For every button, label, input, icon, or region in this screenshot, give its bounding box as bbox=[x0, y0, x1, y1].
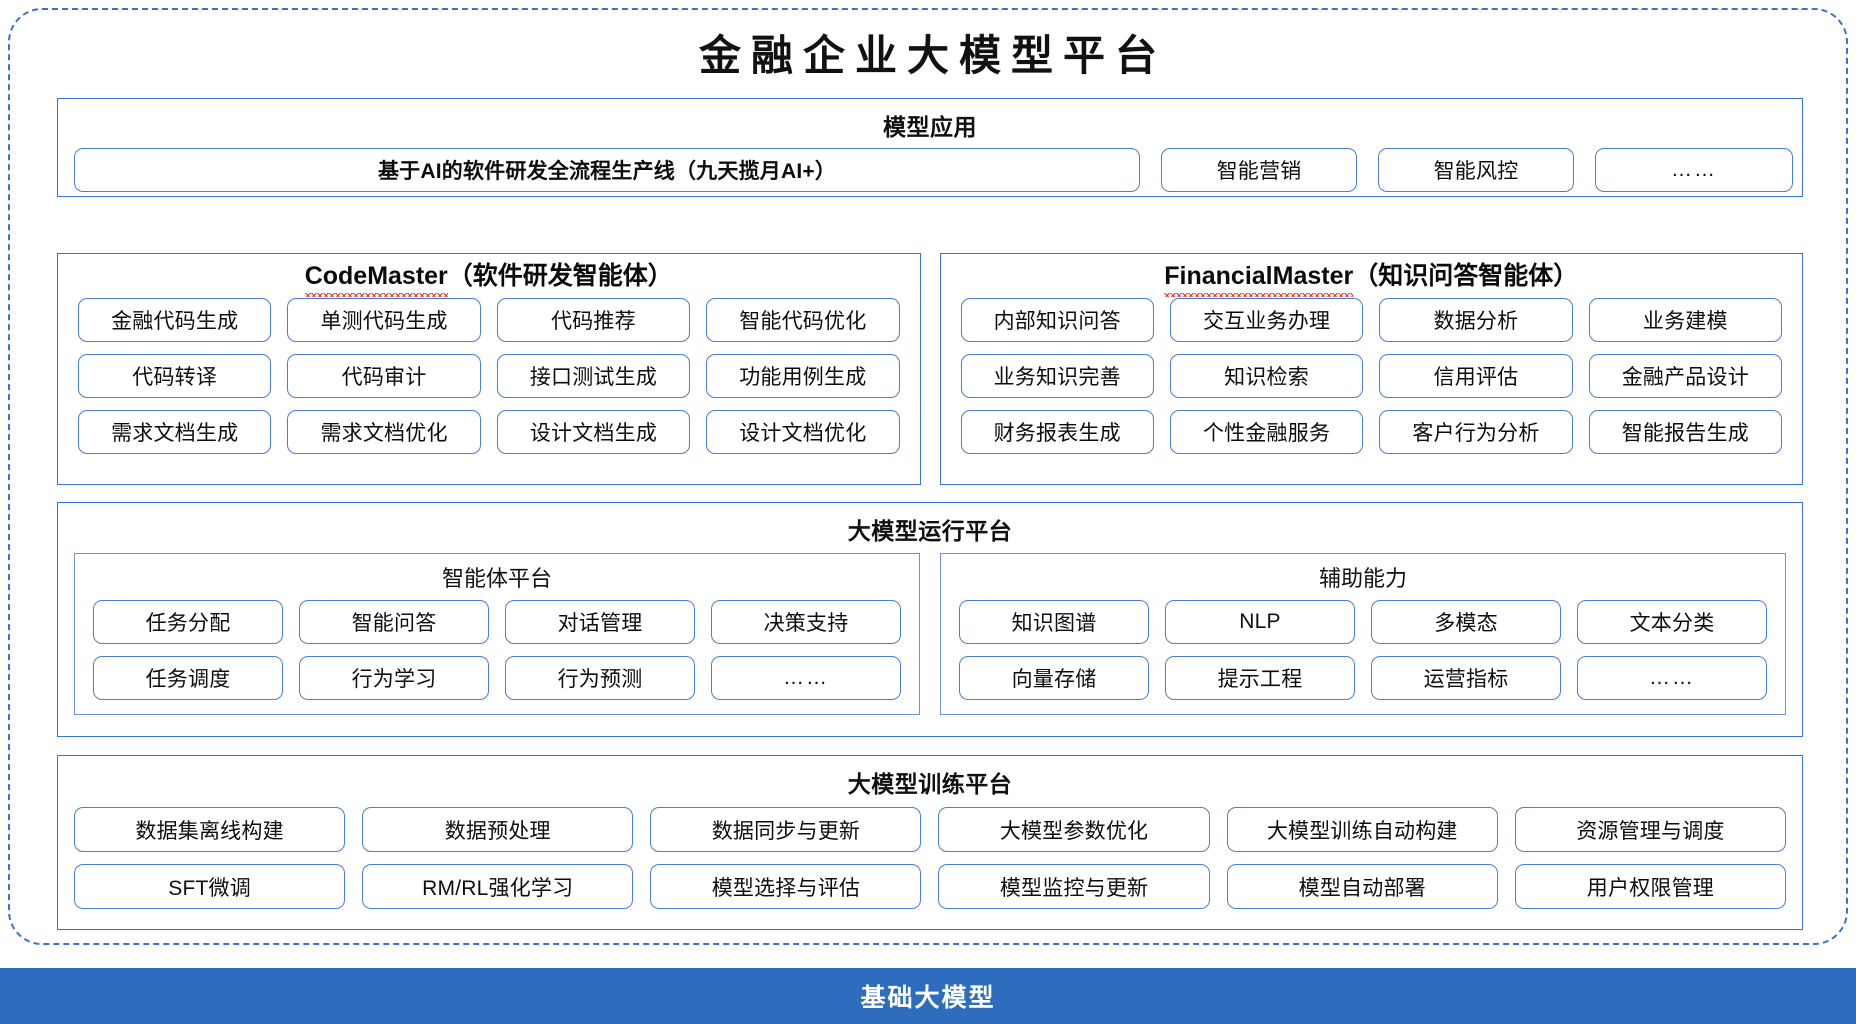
capability-item[interactable]: 信用评估 bbox=[1379, 354, 1573, 399]
section-training-platform: 大模型训练平台 数据集离线构建 数据预处理 数据同步与更新 大模型参数优化 大模… bbox=[57, 755, 1803, 930]
training-item[interactable]: RM/RL强化学习 bbox=[362, 864, 634, 909]
application-item-smart-risk-control[interactable]: 智能风控 bbox=[1378, 148, 1574, 192]
agent-platform-grid: 任务分配 智能问答 对话管理 决策支持 任务调度 行为学习 行为预测 …… bbox=[93, 600, 901, 700]
training-item[interactable]: 用户权限管理 bbox=[1514, 864, 1786, 909]
training-item[interactable]: 数据集离线构建 bbox=[74, 807, 346, 852]
section-model-applications: 模型应用 基于AI的软件研发全流程生产线（九天揽月AI+） 智能营销 智能风控 … bbox=[57, 98, 1803, 197]
runtime-item[interactable]: 行为学习 bbox=[299, 656, 489, 700]
capability-item[interactable]: 设计文档生成 bbox=[496, 410, 691, 455]
capability-item[interactable]: 接口测试生成 bbox=[496, 354, 691, 399]
application-item-more[interactable]: …… bbox=[1595, 148, 1793, 192]
capability-item[interactable]: 代码审计 bbox=[287, 354, 481, 399]
capability-item[interactable]: 知识检索 bbox=[1169, 354, 1364, 399]
subpanel-agent-platform: 智能体平台 任务分配 智能问答 对话管理 决策支持 任务调度 行为学习 行为预测… bbox=[74, 553, 920, 715]
runtime-subpanels: 智能体平台 任务分配 智能问答 对话管理 决策支持 任务调度 行为学习 行为预测… bbox=[74, 553, 1786, 715]
runtime-item[interactable]: 运营指标 bbox=[1371, 656, 1561, 700]
capability-item[interactable]: 代码推荐 bbox=[496, 298, 691, 343]
section-title-model-applications: 模型应用 bbox=[883, 114, 977, 140]
financialmaster-capability-grid: 内部知识问答 交互业务办理 数据分析 业务建模 业务知识完善 知识检索 信用评估… bbox=[960, 298, 1782, 455]
agent-name-financialmaster: FinancialMaster bbox=[1164, 261, 1353, 298]
training-item[interactable]: 大模型参数优化 bbox=[938, 807, 1210, 852]
runtime-item[interactable]: 多模态 bbox=[1371, 600, 1561, 644]
capability-item[interactable]: 智能代码优化 bbox=[706, 298, 900, 343]
capability-item[interactable]: 单测代码生成 bbox=[287, 298, 481, 343]
capability-item[interactable]: 数据分析 bbox=[1379, 298, 1573, 343]
capability-item[interactable]: 需求文档优化 bbox=[287, 410, 481, 455]
subpanel-auxiliary-capability: 辅助能力 知识图谱 NLP 多模态 文本分类 向量存储 提示工程 运营指标 …… bbox=[940, 553, 1786, 715]
capability-item[interactable]: 金融产品设计 bbox=[1588, 354, 1782, 399]
panel-codemaster: CodeMaster（软件研发智能体） 金融代码生成 单测代码生成 代码推荐 智… bbox=[57, 253, 921, 485]
subpanel-title-auxiliary-capability: 辅助能力 bbox=[1318, 566, 1407, 591]
agent-name-codemaster: CodeMaster bbox=[304, 261, 448, 298]
training-item[interactable]: 数据同步与更新 bbox=[650, 807, 922, 852]
training-item-grid: 数据集离线构建 数据预处理 数据同步与更新 大模型参数优化 大模型训练自动构建 … bbox=[74, 807, 1786, 909]
training-item[interactable]: 大模型训练自动构建 bbox=[1226, 807, 1498, 852]
runtime-item[interactable]: 向量存储 bbox=[959, 656, 1149, 700]
runtime-item[interactable]: 智能问答 bbox=[299, 600, 489, 644]
runtime-item[interactable]: 任务分配 bbox=[93, 600, 283, 644]
panel-title-codemaster: CodeMaster（软件研发智能体） bbox=[78, 261, 900, 298]
runtime-item[interactable]: 文本分类 bbox=[1577, 600, 1767, 644]
section-runtime-platform: 大模型运行平台 智能体平台 任务分配 智能问答 对话管理 决策支持 任务调度 行… bbox=[57, 502, 1803, 737]
training-item[interactable]: SFT微调 bbox=[74, 864, 346, 909]
page-title: 金融企业大模型平台 bbox=[698, 34, 1167, 80]
foundation-model-label: 基础大模型 bbox=[860, 984, 996, 1012]
runtime-item[interactable]: 对话管理 bbox=[505, 600, 695, 644]
capability-item[interactable]: 业务知识完善 bbox=[960, 354, 1154, 399]
runtime-item-more[interactable]: …… bbox=[1577, 656, 1767, 700]
runtime-item-more[interactable]: …… bbox=[711, 656, 901, 700]
capability-item[interactable]: 客户行为分析 bbox=[1379, 410, 1573, 455]
runtime-item[interactable]: NLP bbox=[1165, 600, 1355, 644]
runtime-item[interactable]: 决策支持 bbox=[711, 600, 901, 644]
application-item-smart-marketing[interactable]: 智能营销 bbox=[1161, 148, 1357, 192]
training-item[interactable]: 模型自动部署 bbox=[1226, 864, 1498, 909]
section-agents: CodeMaster（软件研发智能体） 金融代码生成 单测代码生成 代码推荐 智… bbox=[57, 253, 1803, 485]
capability-item[interactable]: 内部知识问答 bbox=[960, 298, 1154, 343]
agent-suffix-financialmaster: （知识问答智能体） bbox=[1353, 262, 1579, 290]
capability-item[interactable]: 财务报表生成 bbox=[960, 410, 1154, 455]
capability-item[interactable]: 智能报告生成 bbox=[1588, 410, 1782, 455]
subpanel-title-agent-platform: 智能体平台 bbox=[441, 566, 552, 591]
capability-item[interactable]: 设计文档优化 bbox=[706, 410, 900, 455]
capability-item[interactable]: 代码转译 bbox=[78, 354, 272, 399]
panel-title-financialmaster: FinancialMaster（知识问答智能体） bbox=[961, 261, 1783, 298]
codemaster-capability-grid: 金融代码生成 单测代码生成 代码推荐 智能代码优化 代码转译 代码审计 接口测试… bbox=[78, 298, 900, 455]
capability-item[interactable]: 功能用例生成 bbox=[706, 354, 900, 399]
section-title-runtime-platform: 大模型运行平台 bbox=[847, 518, 1013, 544]
runtime-item[interactable]: 知识图谱 bbox=[959, 600, 1149, 644]
runtime-item[interactable]: 任务调度 bbox=[93, 656, 283, 700]
agent-suffix-codemaster: （软件研发智能体） bbox=[447, 262, 673, 290]
foundation-model-bar: 基础大模型 bbox=[0, 968, 1856, 1024]
capability-item[interactable]: 金融代码生成 bbox=[78, 298, 272, 343]
application-item-ai-sdlc[interactable]: 基于AI的软件研发全流程生产线（九天揽月AI+） bbox=[74, 148, 1140, 192]
capability-item[interactable]: 业务建模 bbox=[1588, 298, 1782, 343]
training-item[interactable]: 模型监控与更新 bbox=[938, 864, 1210, 909]
section-title-training-platform: 大模型训练平台 bbox=[847, 771, 1013, 797]
runtime-item[interactable]: 行为预测 bbox=[505, 656, 695, 700]
model-application-list: 基于AI的软件研发全流程生产线（九天揽月AI+） 智能营销 智能风控 …… bbox=[74, 148, 1793, 192]
training-item[interactable]: 模型选择与评估 bbox=[650, 864, 922, 909]
capability-item[interactable]: 需求文档生成 bbox=[78, 410, 272, 455]
training-item[interactable]: 资源管理与调度 bbox=[1514, 807, 1786, 852]
capability-item[interactable]: 个性金融服务 bbox=[1169, 410, 1364, 455]
runtime-item[interactable]: 提示工程 bbox=[1165, 656, 1355, 700]
capability-item[interactable]: 交互业务办理 bbox=[1169, 298, 1364, 343]
panel-financialmaster: FinancialMaster（知识问答智能体） 内部知识问答 交互业务办理 数… bbox=[939, 253, 1803, 485]
auxiliary-capability-grid: 知识图谱 NLP 多模态 文本分类 向量存储 提示工程 运营指标 …… bbox=[959, 600, 1767, 700]
diagram-outer-frame: 金融企业大模型平台 模型应用 基于AI的软件研发全流程生产线（九天揽月AI+） … bbox=[8, 8, 1848, 945]
training-item[interactable]: 数据预处理 bbox=[362, 807, 634, 852]
